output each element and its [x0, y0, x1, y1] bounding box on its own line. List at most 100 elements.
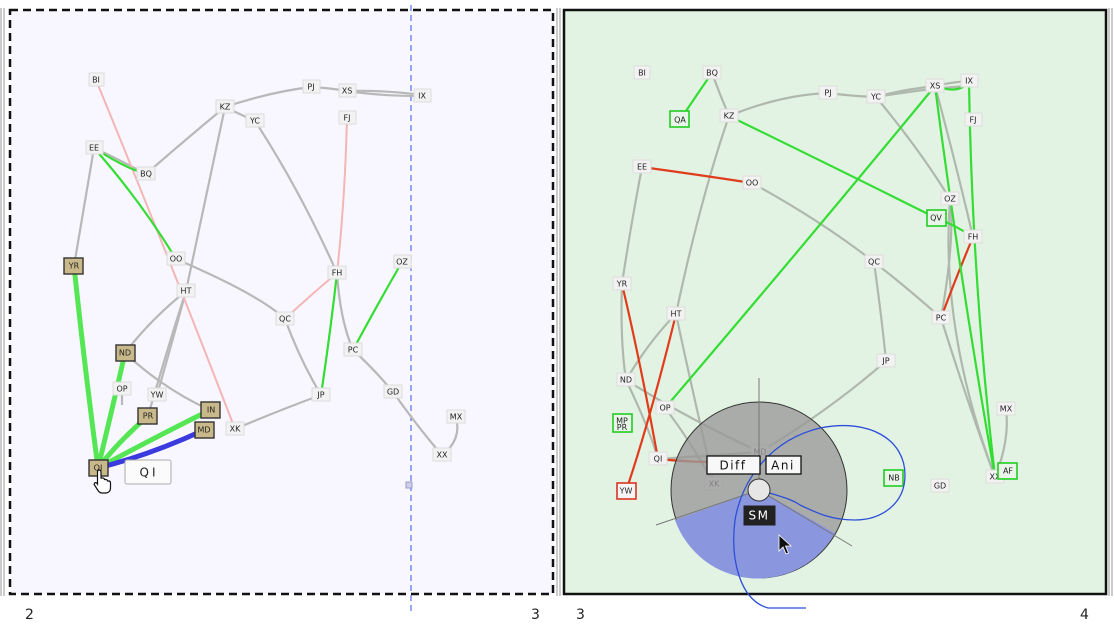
- right-node-YR[interactable]: YR: [612, 276, 632, 291]
- right-node-ND[interactable]: ND: [616, 372, 636, 387]
- svg-text:KZ: KZ: [220, 103, 231, 112]
- right-node-QI[interactable]: QI: [648, 451, 668, 466]
- right-node-JP[interactable]: JP: [876, 353, 896, 368]
- left-node-IN[interactable]: IN: [200, 401, 221, 419]
- left-node-OP[interactable]: OP: [112, 381, 132, 396]
- svg-text:MX: MX: [1000, 405, 1013, 414]
- right-node-OO[interactable]: OO: [742, 175, 762, 190]
- svg-text:IN: IN: [207, 406, 215, 415]
- left-panel-end-page: 3: [531, 607, 540, 623]
- left-node-KZ[interactable]: KZ: [215, 99, 235, 114]
- ani-button[interactable]: Ani: [765, 455, 802, 475]
- svg-text:QV: QV: [930, 214, 942, 223]
- svg-text:GD: GD: [387, 388, 399, 397]
- svg-text:YR: YR: [68, 262, 80, 271]
- diff-button[interactable]: Diff: [706, 455, 761, 475]
- right-node-OZ[interactable]: OZ: [940, 191, 960, 206]
- left-node-PR[interactable]: PR: [137, 407, 158, 425]
- right-node-PC[interactable]: PC: [931, 310, 951, 325]
- left-node-QC[interactable]: QC: [275, 311, 295, 326]
- right-node-QA[interactable]: QA: [669, 110, 690, 128]
- svg-text:YC: YC: [249, 117, 260, 126]
- left-node-XX[interactable]: XX: [432, 447, 452, 462]
- svg-text:FH: FH: [332, 269, 343, 278]
- right-node-HT[interactable]: HT: [666, 306, 686, 321]
- svg-text:JP: JP: [316, 391, 324, 400]
- right-node-IX[interactable]: IX: [960, 73, 979, 88]
- svg-text:FH: FH: [968, 233, 979, 242]
- svg-text:BQ: BQ: [140, 170, 152, 179]
- right-node-QC[interactable]: QC: [864, 254, 884, 269]
- right-node-OP[interactable]: OP: [655, 400, 675, 415]
- right-node-QV[interactable]: QV: [926, 209, 947, 227]
- left-node-MD[interactable]: MD: [194, 421, 215, 439]
- right-node-YC[interactable]: YC: [866, 89, 886, 104]
- right-node-BQ[interactable]: BQ: [702, 65, 722, 80]
- svg-text:XS: XS: [342, 87, 353, 96]
- svg-text:XK: XK: [230, 425, 241, 434]
- svg-text:QI: QI: [94, 464, 103, 473]
- left-node-HT[interactable]: HT: [176, 283, 196, 298]
- radial-menu[interactable]: Diff Ani SM: [655, 378, 906, 609]
- radial-menu-center[interactable]: [747, 478, 771, 502]
- svg-text:OP: OP: [116, 385, 127, 394]
- right-node-MX[interactable]: MX: [996, 401, 1016, 416]
- svg-text:XX: XX: [437, 451, 448, 460]
- left-node-GD[interactable]: GD: [383, 384, 403, 399]
- svg-text:OO: OO: [746, 179, 759, 188]
- right-node-FJ[interactable]: FJ: [964, 112, 983, 127]
- left-node-XS[interactable]: XS: [338, 83, 357, 98]
- svg-text:SM: SM: [749, 509, 770, 523]
- left-node-YW[interactable]: YW: [147, 387, 167, 402]
- left-node-BI[interactable]: BI: [88, 72, 105, 87]
- right-node-BI[interactable]: BI: [633, 65, 651, 80]
- left-node-JP[interactable]: JP: [311, 387, 331, 402]
- left-node-YR[interactable]: YR: [63, 257, 84, 275]
- left-node-YC[interactable]: YC: [245, 113, 265, 128]
- right-node-KZ[interactable]: KZ: [719, 108, 739, 123]
- left-node-OZ[interactable]: OZ: [393, 254, 412, 269]
- svg-text:ND: ND: [620, 376, 632, 385]
- svg-text:FJ: FJ: [970, 116, 977, 125]
- right-node-NB[interactable]: NB: [883, 469, 904, 487]
- left-node-ND[interactable]: ND: [115, 344, 136, 362]
- svg-text:QC: QC: [279, 315, 291, 324]
- lasso-path: [733, 424, 906, 609]
- left-node-FH[interactable]: FH: [327, 265, 347, 280]
- left-node-PJ[interactable]: PJ: [302, 79, 321, 94]
- svg-text:IX: IX: [965, 77, 973, 86]
- svg-text:KZ: KZ: [724, 112, 735, 121]
- right-node-GD[interactable]: GD: [930, 478, 950, 493]
- svg-text:EE: EE: [89, 144, 99, 153]
- svg-text:GD: GD: [934, 482, 946, 491]
- left-node-MX[interactable]: MX: [446, 409, 466, 424]
- left-node-BQ[interactable]: BQ: [136, 166, 156, 181]
- right-node-MP[interactable]: MP: [612, 413, 633, 433]
- left-node-QI[interactable]: QI: [88, 459, 109, 477]
- left-node-XK[interactable]: XK: [225, 421, 245, 436]
- svg-text:HT: HT: [181, 287, 192, 296]
- svg-text:BI: BI: [638, 69, 646, 78]
- right-panel-start-page: 3: [576, 607, 585, 623]
- right-node-AF[interactable]: AF: [997, 462, 1018, 480]
- right-node-XS[interactable]: XS: [925, 78, 945, 93]
- right-graph-panel[interactable]: BI BQ PJ XS IX QA KZ YC FJ EE OO OZ QV F…: [562, 8, 1108, 609]
- svg-text:FJ: FJ: [344, 114, 351, 123]
- svg-text:PJ: PJ: [307, 83, 314, 92]
- left-node-EE[interactable]: EE: [85, 140, 104, 155]
- arrow-cursor-icon: [778, 534, 793, 555]
- right-node-YW[interactable]: YW: [616, 482, 637, 500]
- right-node-PJ[interactable]: PJ: [818, 85, 838, 100]
- sm-button[interactable]: SM: [743, 505, 776, 526]
- left-graph-panel[interactable]: BI PJ XS IX KZ YC FJ EE BQ OO YR HT FH O…: [8, 5, 555, 612]
- left-node-IX[interactable]: IX: [413, 88, 432, 103]
- right-panel-end-page: 4: [1080, 607, 1089, 623]
- left-node-OO[interactable]: OO: [166, 251, 186, 266]
- left-node-FJ[interactable]: FJ: [338, 110, 357, 125]
- left-node-PC[interactable]: PC: [343, 342, 363, 357]
- right-node-EE[interactable]: EE: [632, 159, 652, 174]
- svg-text:MD: MD: [197, 426, 210, 435]
- svg-text:ND: ND: [119, 349, 131, 358]
- right-node-FH[interactable]: FH: [963, 229, 983, 244]
